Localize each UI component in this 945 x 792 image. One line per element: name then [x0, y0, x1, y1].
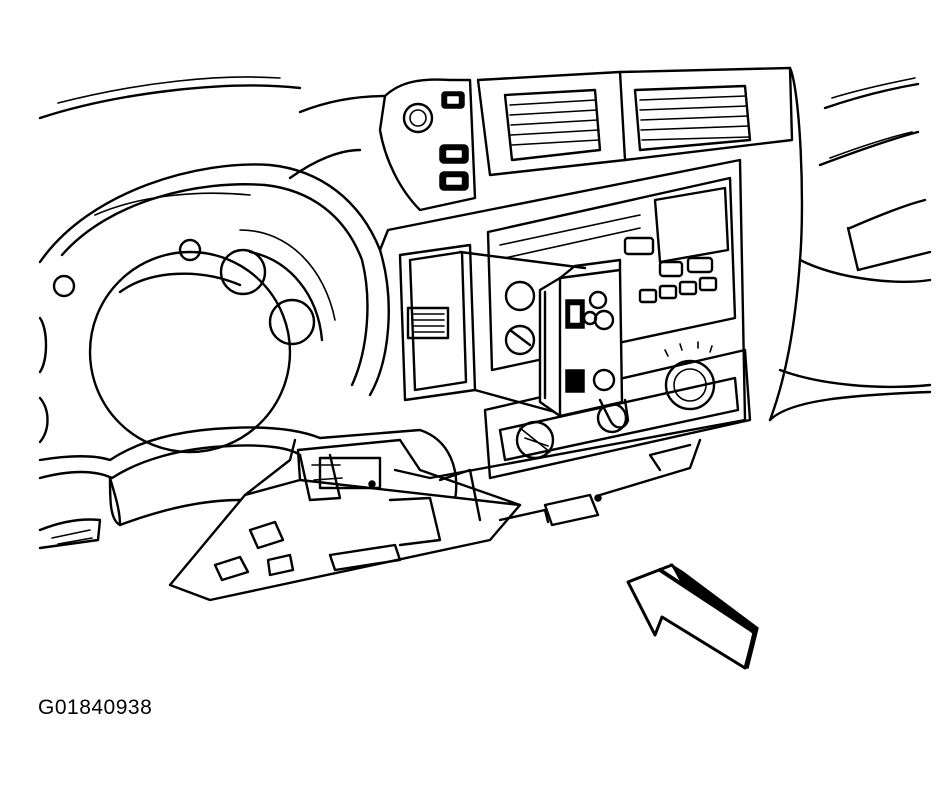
dash-top-edge — [38, 76, 932, 272]
center-upper-bezel — [378, 66, 932, 422]
arrow-icon — [626, 562, 759, 670]
exploded-module — [458, 250, 630, 429]
figure-id-label: G01840938 — [38, 696, 153, 719]
instrument-cluster — [38, 148, 390, 454]
under-dash-panel — [168, 438, 702, 602]
